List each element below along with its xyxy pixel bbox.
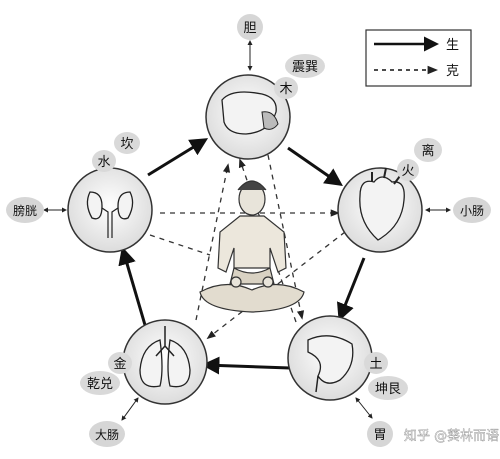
metal-element-label: 金 <box>113 356 126 372</box>
wood-trigram-label: 震巽 <box>292 60 318 75</box>
stomach-duct <box>315 375 319 393</box>
legend-generating-label: 生 <box>446 38 459 53</box>
wood-trigram-badge <box>285 54 325 78</box>
lungs-icon <box>155 326 175 357</box>
paired-organ-small-intestine-label: 小肠 <box>460 204 484 218</box>
fire-node: 火 离 小肠 <box>337 138 491 253</box>
wood-node: 木 震巽 胆 <box>205 14 325 160</box>
dash-water-side <box>149 234 211 256</box>
arrow-wood-to-earth <box>267 154 305 320</box>
paired-organ-badge-bladder <box>6 197 44 223</box>
water-element-badge <box>92 150 116 172</box>
water-trigram-badge <box>114 132 140 154</box>
earth-trigram-label: 坤艮 <box>375 382 401 397</box>
fire-trigram-label: 离 <box>421 143 434 159</box>
metal-trigram-label: 乾兑 <box>87 377 113 392</box>
wood-element-badge <box>274 77 298 99</box>
meditating-person-icon <box>199 180 305 313</box>
fire-trigram-badge <box>414 138 442 162</box>
metal-trigram-badge <box>80 371 120 395</box>
gallbladder-icon <box>261 111 279 130</box>
ureters <box>101 207 119 238</box>
legend-controlling-label: 克 <box>446 64 459 79</box>
earth-node: 土 坤艮 胃 <box>287 315 408 447</box>
arrow-earth-to-metal <box>201 356 291 375</box>
wood-element-label: 木 <box>279 82 292 97</box>
paired-organ-badge-gallbladder <box>237 14 263 40</box>
fire-element-badge <box>397 159 419 181</box>
water-node: 水 坎 膀胱 <box>6 132 153 253</box>
metal-element-badge <box>108 352 132 374</box>
generating-cycle <box>118 138 366 375</box>
metal-pair-link <box>121 397 139 421</box>
paired-organ-large-intestine-label: 大肠 <box>95 428 119 442</box>
earth-element-badge <box>364 352 388 374</box>
paired-organ-bladder-label: 膀胱 <box>13 203 37 218</box>
water-circle <box>67 167 153 253</box>
earth-pair-link <box>355 397 373 419</box>
legend-box <box>365 29 472 87</box>
lungs-icon-right <box>167 339 191 388</box>
arrow-fire-to-metal <box>206 231 346 340</box>
kidney-right-icon <box>117 191 134 220</box>
fire-element-label: 火 <box>401 164 414 179</box>
paired-organ-badge-large-intestine <box>89 421 125 447</box>
arrow-metal-to-wood <box>195 163 231 321</box>
paired-organ-stomach-label: 胃 <box>373 428 386 443</box>
liver-icon <box>221 91 277 135</box>
legend: 生 克 <box>365 29 472 87</box>
earth-trigram-badge <box>368 376 408 400</box>
kidneys-icon <box>86 191 103 220</box>
arrow-water-to-wood <box>147 138 209 177</box>
lungs-icon-left <box>139 339 163 388</box>
arrow-wood-to-fire <box>287 146 343 187</box>
earth-element-label: 土 <box>369 357 382 372</box>
stomach-icon <box>307 335 354 384</box>
arrow-metal-to-water <box>118 246 147 326</box>
spacer <box>150 240 182 330</box>
paired-organ-badge-small-intestine <box>453 197 491 223</box>
paired-organ-gallbladder-label: 胆 <box>243 21 256 36</box>
water-trigram-label: 坎 <box>120 137 133 152</box>
metal-node: 金 乾兑 大肠 <box>80 319 208 447</box>
water-element-label: 水 <box>97 155 110 170</box>
heart-vessels <box>371 167 401 185</box>
paired-organ-badge-stomach <box>367 421 393 447</box>
arrow-fire-to-earth <box>336 257 366 322</box>
watermark: 知乎 @葵林而语 <box>404 428 499 444</box>
